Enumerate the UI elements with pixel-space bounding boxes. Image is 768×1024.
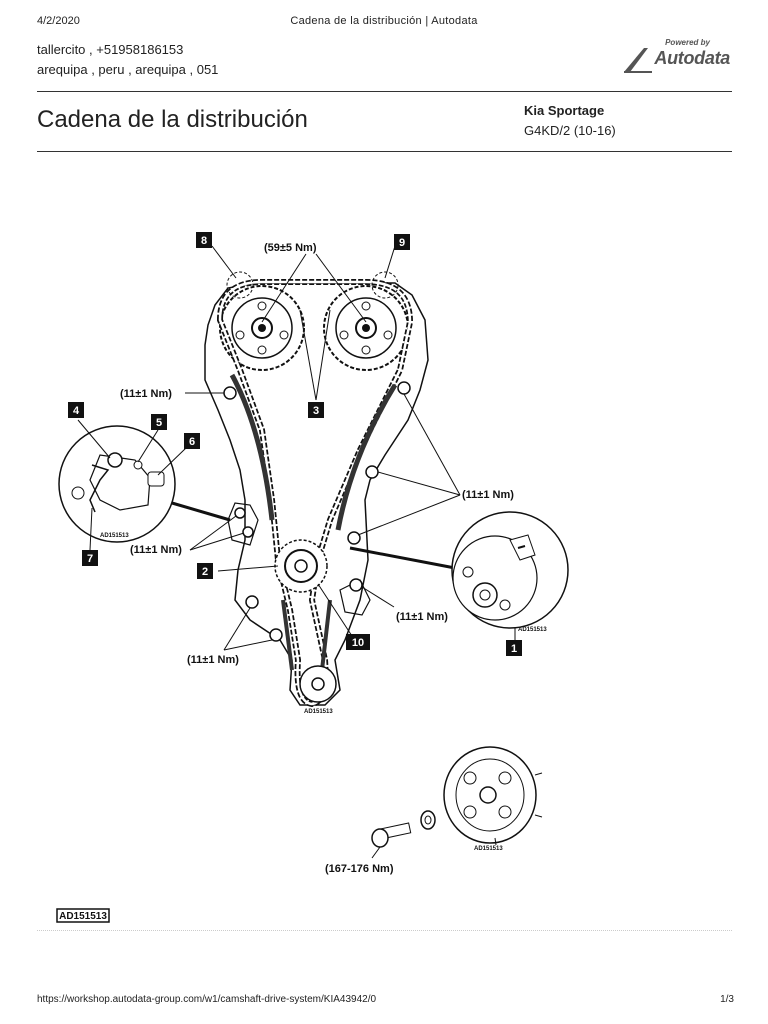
client-address: arequipa , peru , arequipa , 051 <box>37 62 219 77</box>
torque-right-guide: (11±1 Nm) <box>462 489 514 501</box>
logo-powered-by: Powered by <box>665 38 710 47</box>
logo-wordmark: Autodata <box>654 48 730 68</box>
callout-8: 8 <box>196 232 212 248</box>
content-end-divider <box>37 930 732 931</box>
svg-text:8: 8 <box>201 235 207 247</box>
torque-upper-left: (11±1 Nm) <box>120 388 172 400</box>
torque-cam-bolts: (59±5 Nm) <box>264 242 317 254</box>
svg-text:AD151513: AD151513 <box>59 911 107 922</box>
print-url: https://workshop.autodata-group.com/w1/c… <box>37 994 377 1005</box>
svg-text:4: 4 <box>73 405 80 417</box>
page-title: Cadena de la distribución <box>37 106 308 133</box>
callout-7: 7 <box>82 550 98 566</box>
callout-4: 4 <box>68 402 84 418</box>
print-page-number: 1/3 <box>720 994 734 1005</box>
callout-3: 3 <box>308 402 324 418</box>
print-page-title: Cadena de la distribución | Autodata <box>290 15 478 27</box>
torque-tensioner: (11±1 Nm) <box>130 544 182 556</box>
ref-code-right-inset: AD151513 <box>518 627 547 633</box>
svg-text:5: 5 <box>156 417 162 429</box>
ref-code-pulley: AD151513 <box>474 846 503 852</box>
svg-text:7: 7 <box>87 553 93 565</box>
vehicle-engine: G4KD/2 (10-16) <box>524 123 616 138</box>
exhaust-cam-sprocket <box>323 285 409 371</box>
callout-1: 1 <box>506 640 522 656</box>
callout-2: 2 <box>197 563 213 579</box>
callout-5: 5 <box>151 414 167 430</box>
callout-10: 10 <box>346 634 370 650</box>
svg-text:2: 2 <box>202 566 208 578</box>
torque-lower-left: (11±1 Nm) <box>187 654 239 666</box>
svg-text:10: 10 <box>352 637 364 649</box>
svg-text:3: 3 <box>313 405 319 417</box>
logo-swoosh-icon <box>624 48 652 73</box>
callout-6: 6 <box>184 433 200 449</box>
callout-9: 9 <box>394 234 410 250</box>
fixed-guide <box>335 383 398 531</box>
figure-reference-box: AD151513 <box>56 908 110 923</box>
torque-lower-right: (11±1 Nm) <box>396 611 448 623</box>
client-contact: tallercito , +51958186153 <box>37 42 184 57</box>
crankshaft-pulley-assembly <box>371 746 543 859</box>
autodata-logo: Powered by Autodata <box>622 36 734 76</box>
svg-text:9: 9 <box>399 237 405 249</box>
crank-timing-mark-inset <box>451 511 569 640</box>
timing-chain-diagram: 8 9 3 4 5 6 7 2 10 1 (59±5 Nm) (11±1 Nm)… <box>56 232 569 923</box>
torque-crank-bolt: (167-176 Nm) <box>325 863 394 875</box>
print-date: 4/2/2020 <box>37 15 80 27</box>
tensioner-detail-inset <box>58 419 187 551</box>
svg-text:6: 6 <box>189 436 195 448</box>
ref-code-left-inset: AD151513 <box>100 533 129 539</box>
crankshaft-sprocket <box>274 539 328 593</box>
title-divider <box>37 151 732 152</box>
vehicle-make: Kia Sportage <box>524 103 605 118</box>
svg-text:1: 1 <box>511 643 517 655</box>
leader-lines <box>171 245 461 651</box>
tensioner-guide <box>229 373 275 521</box>
intake-cam-sprocket <box>219 285 305 371</box>
oil-pump-sprocket <box>299 665 337 703</box>
header-divider <box>37 91 732 92</box>
ref-code-main: AD151513 <box>304 709 333 715</box>
